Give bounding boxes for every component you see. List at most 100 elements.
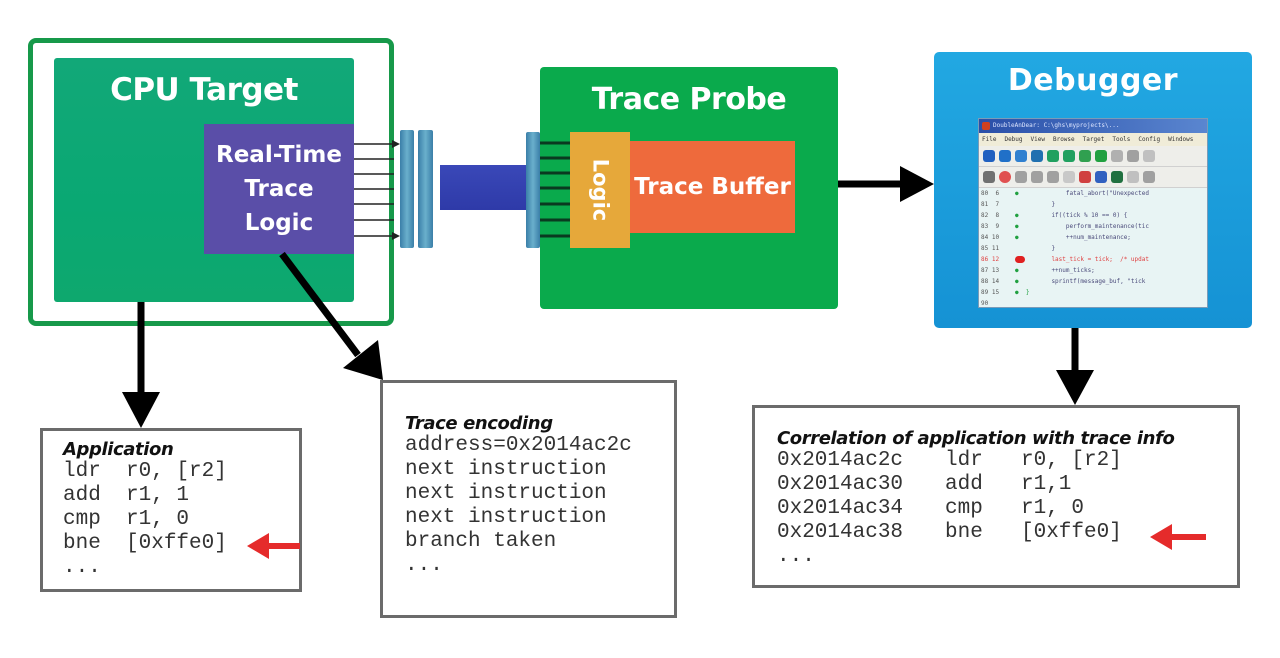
code-text: last_tick = tick; /* updat	[1037, 256, 1149, 263]
misc-icon[interactable]	[1063, 171, 1075, 183]
code-text: }	[1037, 245, 1056, 252]
arrow-logic-to-encoding	[279, 251, 361, 358]
code-text: ++num_ticks;	[1037, 267, 1095, 274]
debugger-menu-item: Debug	[1004, 136, 1023, 143]
highlight-arrow-correlation-icon	[1150, 524, 1206, 550]
code-text: if((tick % 10 == 0) {	[1037, 212, 1128, 219]
debugger-code-line: 88 14● sprintf(message_buf, "tick	[979, 276, 1207, 287]
breakpoint-marker: ●	[1015, 267, 1019, 274]
line-number: 86 12	[981, 256, 1000, 263]
cpu-target-title: CPU Target	[110, 72, 298, 108]
back-icon[interactable]	[983, 150, 995, 162]
line-number: 81 7	[981, 201, 1000, 208]
next-icon[interactable]	[1063, 150, 1075, 162]
debugger-toolbar-2	[979, 167, 1207, 188]
debugger-menu-item: Config	[1138, 136, 1161, 143]
trace-encoding-line: branch taken	[405, 530, 557, 553]
return-icon[interactable]	[1031, 150, 1043, 162]
zoom-icon[interactable]	[1015, 171, 1027, 183]
trace-encoding-title: Trace encoding	[405, 413, 553, 434]
step-back-icon[interactable]	[999, 150, 1011, 162]
breakpoint-marker: ●	[1015, 190, 1019, 197]
correlation-args: [0xffe0]	[1021, 521, 1122, 544]
step-into-icon[interactable]	[1079, 150, 1091, 162]
debugger-code-line: 86 12 last_tick = tick; /* updat	[979, 254, 1207, 265]
debugger-menu-item: Tools	[1112, 136, 1131, 143]
line-number: 82 8	[981, 212, 1000, 219]
code-text: fatal_abort("Unexpected	[1037, 190, 1149, 197]
connector-plug-left-a	[400, 130, 414, 248]
arrow-right-icon	[900, 166, 934, 202]
book-icon[interactable]	[983, 171, 995, 183]
real-time-trace-logic-box: Real-Time Trace Logic	[204, 124, 354, 254]
debugger-window-screenshot: DoubleAnDear: C:\ghs\myprojects\... File…	[978, 118, 1208, 308]
arrow-diagonal-icon	[343, 340, 383, 380]
misc-icon[interactable]	[1143, 150, 1155, 162]
connector-plug-right	[526, 132, 540, 248]
zoom-icon[interactable]	[1047, 171, 1059, 183]
correlation-address: 0x2014ac38	[777, 521, 904, 544]
correlation-row: 0x2014ac38 bne [0xffe0]	[777, 521, 1237, 545]
breakpoint-marker: ●	[1015, 212, 1019, 219]
application-code-line: ...	[63, 556, 101, 579]
debugger-menu-item: Windows	[1168, 136, 1194, 143]
line-number: 88 14	[981, 278, 1000, 285]
stop-icon[interactable]	[1111, 150, 1123, 162]
step-icon[interactable]	[1047, 150, 1059, 162]
run-icon[interactable]	[1095, 150, 1107, 162]
code-text: ++num_maintenance;	[1037, 234, 1131, 241]
trace-signal-lines	[354, 143, 394, 237]
line-number: 87 13	[981, 267, 1000, 274]
arrow-down-icon	[122, 392, 160, 428]
probe-pins	[540, 141, 570, 238]
swap-icon[interactable]	[1015, 150, 1027, 162]
record-icon[interactable]	[999, 171, 1011, 183]
chart-icon[interactable]	[1095, 171, 1107, 183]
debugger-menu-item: Browse	[1052, 136, 1075, 143]
application-code-line: cmp r1, 0	[63, 508, 190, 531]
breakpoint-marker: ● }	[1015, 289, 1030, 296]
debugger-code-line: 81 7 }	[979, 199, 1207, 210]
code-text: sprintf(message_buf, "tick	[1037, 278, 1146, 285]
trace-encoding-line: next instruction	[405, 506, 607, 529]
trace-logic-line: Real-Time	[215, 142, 343, 168]
trace-icon[interactable]	[1111, 171, 1123, 183]
line-number: 83 9	[981, 223, 1000, 230]
restart-icon[interactable]	[1127, 150, 1139, 162]
correlation-args: r1,1	[1021, 473, 1072, 496]
application-code-line: bne [0xffe0]	[63, 532, 227, 555]
gear-icon[interactable]	[1143, 171, 1155, 183]
misc-icon[interactable]	[1127, 171, 1139, 183]
correlation-opcode: bne	[945, 521, 983, 544]
debugger-code-line: 80 6● fatal_abort("Unexpected	[979, 188, 1207, 199]
debugger-code-line: 83 9● perform_maintenance(tic	[979, 221, 1207, 232]
connector-plug-left-b	[418, 130, 433, 248]
debugger-title: Debugger	[1007, 63, 1179, 98]
correlation-opcode: ldr	[945, 449, 983, 472]
debugger-code-line: 87 13 ● ++num_ticks;	[979, 265, 1207, 276]
tool-icon[interactable]	[1079, 171, 1091, 183]
line-number: 89 15	[981, 289, 1000, 296]
trace-probe-title: Trace Probe	[591, 82, 787, 117]
trace-encoding-line: address=0x2014ac2c	[405, 434, 632, 457]
zoom-icon[interactable]	[1031, 171, 1043, 183]
signal-arrowhead-icon	[392, 232, 400, 240]
debugger-code-line: 89 15 ● }	[979, 287, 1207, 298]
trace-logic-line: Trace	[244, 176, 314, 202]
debugger-menu-item: Target	[1082, 136, 1105, 143]
correlation-ellipsis: ...	[777, 545, 815, 568]
debugger-menu-item: File	[982, 136, 997, 143]
line-number: 85 11	[981, 245, 1000, 252]
trace-encoding-box: Trace encoding address=0x2014ac2c next in…	[380, 380, 677, 618]
signal-arrowhead-icon	[392, 140, 400, 148]
debugger-window-titlebar: DoubleAnDear: C:\ghs\myprojects\...	[979, 119, 1207, 133]
correlation-opcode: add	[945, 473, 983, 496]
debugger-code-line: 90	[979, 298, 1207, 307]
